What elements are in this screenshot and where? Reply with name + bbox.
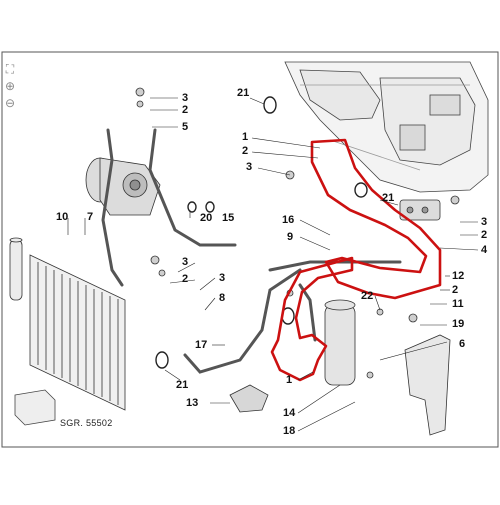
callout-15: 15 [222, 212, 235, 224]
callout-3-mid: 3 [182, 256, 189, 268]
hvac-housing [284, 61, 489, 193]
viewer-toolbar: ⛶ ⊕ ⊖ [3, 62, 19, 113]
callout-9: 9 [287, 231, 294, 243]
callout-5: 5 [182, 121, 189, 133]
callout-7: 7 [87, 211, 94, 223]
callout-14: 14 [283, 407, 296, 419]
callout-1-bottom: 1 [286, 374, 293, 386]
callout-18: 18 [283, 425, 296, 437]
callout-13: 13 [186, 397, 199, 409]
callout-17: 17 [195, 339, 208, 351]
reference-code: SGR. 55502 [60, 418, 113, 428]
callout-16: 16 [282, 214, 295, 226]
callout-20: 20 [200, 212, 213, 224]
callout-21-right: 21 [382, 192, 395, 204]
callout-10: 10 [56, 211, 69, 223]
callout-3: 3 [246, 161, 253, 173]
bracket [404, 334, 451, 436]
highlighted-hose-lower [270, 256, 354, 382]
callout-3-right: 3 [481, 216, 488, 228]
callout-2-topleft: 2 [182, 104, 189, 116]
drier-cylinder [324, 299, 356, 386]
callout-19: 19 [452, 318, 465, 330]
valve-block [399, 199, 441, 221]
callout-2-mid: 2 [182, 273, 189, 285]
callout-2: 2 [242, 145, 249, 157]
receiver-drier-left [9, 237, 23, 301]
callout-22: 22 [361, 290, 374, 302]
callout-11: 11 [452, 298, 464, 310]
callout-1: 1 [242, 131, 249, 143]
callout-3-topleft: 3 [182, 92, 189, 104]
callout-2-right: 2 [481, 229, 488, 241]
leader-lines [67, 97, 479, 432]
callout-12: 12 [452, 270, 465, 282]
compressor [85, 157, 161, 216]
o-rings [155, 96, 368, 369]
zoom-in-icon[interactable]: ⊕ [4, 79, 16, 93]
callout-21-bottom: 21 [176, 379, 189, 391]
hardware [135, 87, 460, 379]
fit-icon[interactable]: ⛶ [5, 62, 15, 76]
zoom-out-icon[interactable]: ⊖ [4, 96, 16, 110]
highlighted-hose-upper [310, 138, 442, 300]
condenser [29, 254, 126, 411]
pipe-clamp [229, 384, 269, 413]
relay-box [14, 389, 56, 426]
callout-8: 8 [219, 292, 226, 304]
callout-3-mid2: 3 [219, 272, 226, 284]
callout-2-mid-right: 2 [452, 284, 459, 296]
diagram-border [1, 51, 499, 448]
callout-21-top: 21 [237, 87, 250, 99]
callout-6: 6 [459, 338, 466, 350]
callout-4: 4 [481, 244, 488, 256]
